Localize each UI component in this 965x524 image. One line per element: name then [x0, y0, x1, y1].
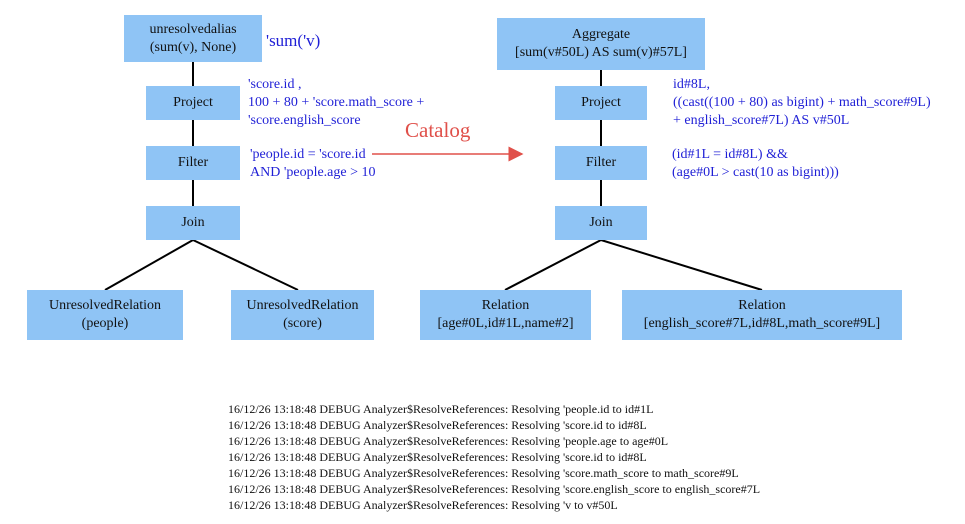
left-join-node: Join	[146, 206, 240, 240]
right-project-annotation: id#8L, ((cast((100 + 80) as bigint) + ma…	[673, 76, 931, 130]
left-project-annotation-line: 'score.id ,	[248, 77, 302, 92]
right-join-node: Join	[555, 206, 647, 240]
left-relation-score-line1: UnresolvedRelation	[246, 298, 359, 313]
right-aggregate-line2: [sum(v#50L) AS sum(v)#57L]	[515, 45, 687, 60]
right-aggregate-node: Aggregate [sum(v#50L) AS sum(v)#57L]	[497, 18, 705, 70]
left-relation-people-node: UnresolvedRelation (people)	[27, 290, 183, 340]
left-filter-label: Filter	[177, 155, 209, 170]
right-relation-people-line2: [age#0L,id#1L,name#2]	[437, 316, 574, 331]
right-project-label: Project	[581, 95, 621, 110]
log-line: 16/12/26 13:18:48 DEBUG Analyzer$Resolve…	[228, 498, 618, 512]
log-line: 16/12/26 13:18:48 DEBUG Analyzer$Resolve…	[228, 450, 647, 464]
right-filter-node: Filter	[555, 146, 647, 180]
right-join-label: Join	[589, 215, 613, 230]
left-filter-annotation: 'people.id = 'score.id AND 'people.age >…	[250, 146, 376, 182]
log-line: 16/12/26 13:18:48 DEBUG Analyzer$Resolve…	[228, 402, 654, 416]
left-relation-score-node: UnresolvedRelation (score)	[231, 290, 374, 340]
edge-right-join-relation-right	[600, 239, 763, 291]
left-filter-node: Filter	[146, 146, 240, 180]
edge-right-join-relation-left	[504, 239, 602, 291]
left-root-line2: (sum(v), None)	[149, 39, 237, 55]
edge-left-join-relation-left	[104, 239, 194, 291]
right-filter-label: Filter	[585, 155, 617, 170]
right-project-annotation-line: ((cast((100 + 80) as bigint) + math_scor…	[673, 95, 931, 110]
left-relation-people-line2: (people)	[81, 316, 129, 331]
right-relation-people-line1: Relation	[481, 298, 530, 313]
right-relation-score-line2: [english_score#7L,id#8L,math_score#9L]	[643, 316, 881, 331]
left-root-annotation: 'sum('v)	[266, 31, 321, 50]
left-project-node: Project	[146, 86, 240, 120]
right-filter-annotation: (id#1L = id#8L) && (age#0L > cast(10 as …	[672, 146, 839, 182]
right-aggregate-line1: Aggregate	[571, 27, 631, 42]
left-project-label: Project	[173, 95, 213, 110]
log-line: 16/12/26 13:18:48 DEBUG Analyzer$Resolve…	[228, 482, 761, 496]
right-filter-annotation-line: (age#0L > cast(10 as bigint)))	[672, 165, 839, 180]
right-relation-people-node: Relation [age#0L,id#1L,name#2]	[420, 290, 591, 340]
left-project-annotation-line: 'score.english_score	[248, 113, 361, 128]
left-relation-people-line1: UnresolvedRelation	[49, 298, 161, 313]
right-filter-annotation-line: (id#1L = id#8L) &&	[672, 147, 788, 162]
left-root-line1: unresolvedalias	[149, 21, 237, 37]
left-join-label: Join	[181, 215, 205, 230]
log-line: 16/12/26 13:18:48 DEBUG Analyzer$Resolve…	[228, 434, 669, 448]
left-project-annotation-line: 100 + 80 + 'score.math_score +	[248, 95, 425, 110]
left-project-annotation: 'score.id , 100 + 80 + 'score.math_score…	[248, 76, 424, 130]
log-line: 16/12/26 13:18:48 DEBUG Analyzer$Resolve…	[228, 418, 647, 432]
right-relation-score-node: Relation [english_score#7L,id#8L,math_sc…	[622, 290, 902, 340]
left-relation-score-line2: (score)	[283, 316, 322, 331]
catalog-label: Catalog	[405, 118, 471, 142]
right-relation-score-line1: Relation	[738, 298, 786, 313]
edge-left-join-relation-right	[192, 239, 299, 291]
right-project-annotation-line: id#8L,	[673, 77, 710, 92]
left-filter-annotation-line: 'people.id = 'score.id	[250, 147, 366, 162]
right-project-annotation-line: + english_score#7L) AS v#50L	[673, 113, 850, 128]
debug-log: 16/12/26 13:18:48 DEBUG Analyzer$Resolve…	[228, 401, 760, 513]
right-project-node: Project	[555, 86, 647, 120]
left-root-node: unresolvedalias (sum(v), None)	[124, 15, 262, 62]
left-filter-annotation-line: AND 'people.age > 10	[250, 165, 376, 180]
log-line: 16/12/26 13:18:48 DEBUG Analyzer$Resolve…	[228, 466, 739, 480]
